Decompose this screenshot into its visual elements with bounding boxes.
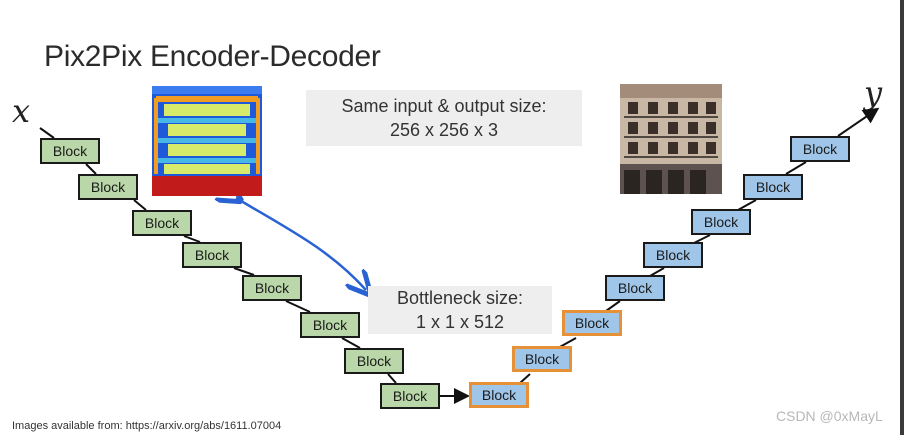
decoder-block-5: Block [643, 242, 703, 268]
bottleneck-pointer-arrow [236, 198, 366, 290]
image-source-footnote: Images available from: https://arxiv.org… [12, 420, 282, 432]
size-info-box: Same input & output size: 256 x 256 x 3 [306, 90, 582, 146]
encoder-block-5: Block [242, 275, 302, 301]
connector-enc3-enc4 [183, 235, 201, 243]
right-frame-edge [900, 0, 904, 435]
encoder-block-7: Block [344, 348, 404, 374]
connector-dec8-y [837, 107, 880, 137]
bottleneck-info-line1: Bottleneck size: [396, 288, 524, 308]
connector-enc6-enc7 [341, 337, 361, 349]
bottleneck-info-box: Bottleneck size: 1 x 1 x 512 [368, 286, 552, 334]
connector-enc7-enc8 [387, 373, 397, 384]
connector-dec5-dec6 [693, 234, 711, 244]
connector-dec1-dec2 [519, 373, 531, 384]
page-title: Pix2Pix Encoder-Decoder [44, 40, 381, 73]
connector-dec6-dec7 [737, 199, 757, 211]
csdn-watermark: CSDN @0xMayL [776, 408, 883, 424]
decoder-block-1: Block [469, 382, 529, 408]
encoder-block-3: Block [132, 210, 192, 236]
decoder-block-3: Block [562, 310, 622, 336]
connector-dec3-dec4 [605, 300, 621, 312]
encoder-block-8: Block [380, 383, 440, 409]
size-info-line1: Same input & output size: [341, 96, 547, 116]
encoder-block-4: Block [182, 242, 242, 268]
decoder-block-8: Block [790, 136, 850, 162]
encoder-block-2: Block [78, 174, 138, 200]
size-info-line2: 256 x 256 x 3 [389, 120, 499, 140]
connector-dec7-dec8 [785, 161, 807, 175]
connector-enc1-enc2 [85, 163, 97, 175]
encoder-block-1: Block [40, 138, 100, 164]
connector-enc4-enc5 [233, 267, 255, 276]
output-variable-label: y [864, 74, 883, 112]
decoder-block-4: Block [605, 275, 665, 301]
decoder-block-7: Block [743, 174, 803, 200]
decoder-block-2: Block [512, 346, 572, 372]
connector-enc5-enc6 [285, 300, 311, 313]
decoder-block-6: Block [691, 209, 751, 235]
connector-enc2-enc3 [133, 199, 147, 211]
input-segmentation-image [152, 86, 262, 196]
output-building-photo [620, 84, 722, 194]
connector-dec4-dec5 [649, 267, 665, 277]
bottleneck-info-line2: 1 x 1 x 512 [415, 312, 505, 332]
input-variable-label: x [12, 92, 31, 130]
connector-x-to-enc1 [39, 127, 55, 139]
encoder-block-6: Block [300, 312, 360, 338]
